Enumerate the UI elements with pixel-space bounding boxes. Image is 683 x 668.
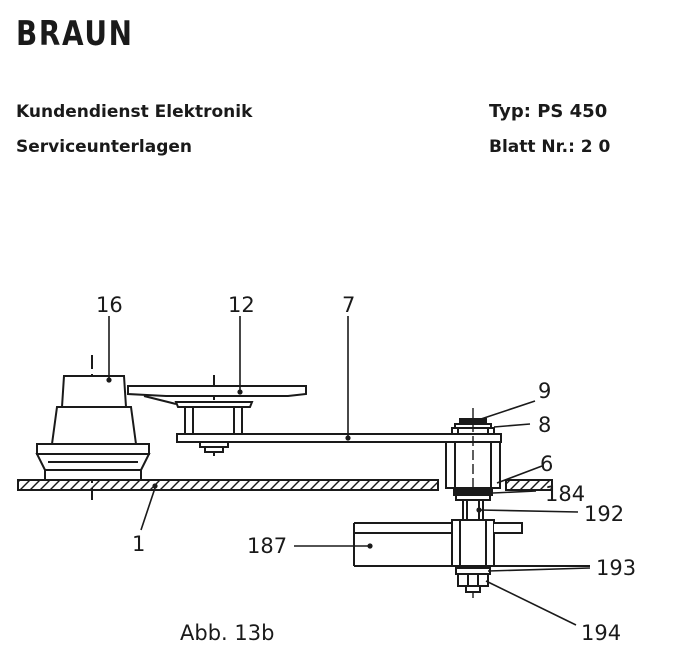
chassis-plate [17,479,553,491]
department-title: Kundendienst Elektronik [16,102,253,122]
label-part-16: 16 [96,293,123,317]
leader-lines [108,316,591,626]
idler-wheel [127,375,307,456]
label-part-7: 7 [342,293,355,317]
label-part-193: 193 [596,556,636,580]
label-part-187: 187 [247,534,287,558]
label-part-194: 194 [581,621,621,645]
brand-logo: BRAUN [16,14,134,54]
label-part-12: 12 [228,293,255,317]
lever-arm [176,433,502,443]
label-part-1: 1 [132,532,145,556]
label-part-192: 192 [584,502,624,526]
document-title: Serviceunterlagen [16,137,193,157]
figure-caption: Abb. 13b [180,621,274,645]
label-part-6: 6 [540,452,553,476]
label-part-8: 8 [538,413,551,437]
type-label: Typ: PS 450 [489,101,608,122]
leader-dots [106,377,482,549]
lower-lever [353,522,590,567]
label-part-184: 184 [545,482,585,506]
shaft-assembly [445,408,501,598]
label-part-9: 9 [538,379,551,403]
motor-pulley [35,355,151,500]
sheet-number: Blatt Nr.: 2 0 [489,137,611,157]
